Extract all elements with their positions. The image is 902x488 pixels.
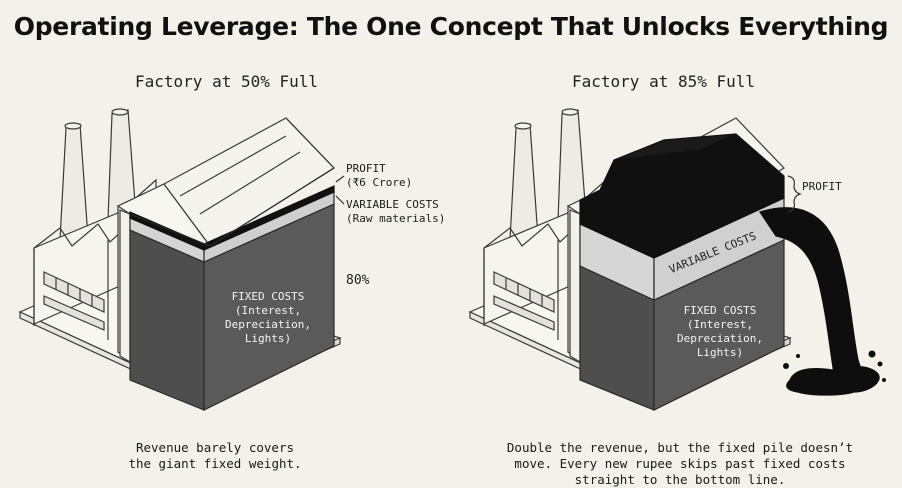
left-fixed-costs-label: FIXED COSTS — [232, 290, 305, 303]
page-title: Operating Leverage: The One Concept That… — [13, 12, 889, 41]
left-profit-amount: (₹6 Crore) — [346, 176, 412, 189]
left-fixed-costs-sub1: (Interest, — [235, 304, 301, 317]
left-caption-line1: Revenue barely covers — [135, 440, 295, 455]
left-fixed-costs-sub2: Depreciation, — [225, 318, 311, 331]
right-profit-label: PROFIT — [802, 180, 842, 193]
right-factory — [468, 108, 886, 411]
right-caption: Double the revenue, but the fixed pile d… — [470, 440, 890, 488]
right-caption-line1: Double the revenue, but the fixed pile d… — [506, 440, 854, 455]
left-profit-label: PROFIT — [346, 162, 386, 175]
right-fixed-costs-sub3: Lights) — [697, 346, 743, 359]
left-caption-line2: the giant fixed weight. — [128, 456, 302, 471]
left-factory — [18, 108, 345, 411]
left-variable-costs-sub: (Raw materials) — [346, 212, 445, 225]
right-panel-heading: Factory at 85% Full — [572, 72, 756, 91]
right-caption-line3: straight to the bottom line. — [574, 472, 786, 487]
right-chimneys — [509, 108, 587, 241]
left-chimneys — [59, 108, 137, 241]
right-caption-line2: move. Every new rupee skips past fixed c… — [514, 456, 846, 471]
right-fixed-costs-sub2: Depreciation, — [677, 332, 763, 345]
right-fixed-costs-sub1: (Interest, — [687, 318, 753, 331]
right-profit-mass — [579, 133, 785, 259]
left-panel-heading: Factory at 50% Full — [135, 72, 319, 91]
left-variable-costs-label: VARIABLE COSTS — [346, 198, 439, 211]
left-fixed-costs-sub3: Lights) — [245, 332, 291, 345]
right-profit-overflow — [759, 207, 863, 375]
right-fixed-costs-label: FIXED COSTS — [684, 304, 757, 317]
right-profit-splash — [786, 365, 880, 396]
left-caption: Revenue barely covers the giant fixed we… — [100, 440, 330, 472]
left-percent-label: 80% — [346, 273, 370, 288]
